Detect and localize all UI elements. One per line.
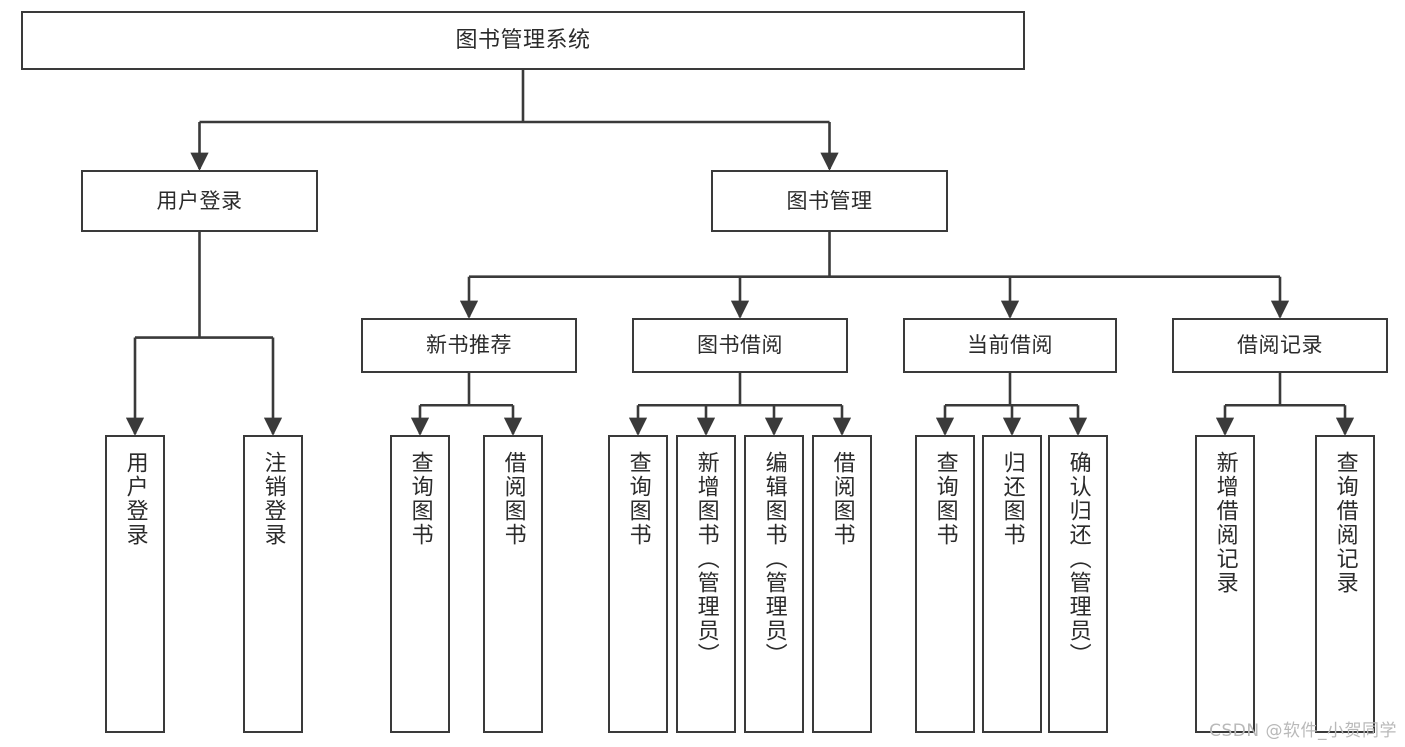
node-leaf-user-logout[interactable]: 注销登录 bbox=[243, 435, 303, 733]
node-root[interactable]: 图书管理系统 bbox=[21, 11, 1025, 70]
node-label-leaf-return-book: 归还图书 bbox=[999, 451, 1025, 547]
node-leaf-query-record[interactable]: 查询借阅记录 bbox=[1315, 435, 1375, 733]
node-label-leaf-query-book-1: 查询图书 bbox=[407, 451, 433, 547]
node-current-borrow[interactable]: 当前借阅 bbox=[903, 318, 1117, 373]
node-label-leaf-query-record: 查询借阅记录 bbox=[1332, 451, 1358, 595]
node-leaf-query-book-3[interactable]: 查询图书 bbox=[915, 435, 975, 733]
node-leaf-query-book-2[interactable]: 查询图书 bbox=[608, 435, 668, 733]
node-new-book-rec[interactable]: 新书推荐 bbox=[361, 318, 577, 373]
node-book-manage[interactable]: 图书管理 bbox=[711, 170, 948, 232]
node-label-leaf-borrow-book-2: 借阅图书 bbox=[829, 451, 855, 547]
node-label-current-borrow: 当前借阅 bbox=[967, 333, 1053, 358]
node-label-leaf-edit-book: 编辑图书（管理员） bbox=[761, 451, 787, 667]
node-leaf-return-book[interactable]: 归还图书 bbox=[982, 435, 1042, 733]
node-user-login[interactable]: 用户登录 bbox=[81, 170, 318, 232]
node-leaf-add-record[interactable]: 新增借阅记录 bbox=[1195, 435, 1255, 733]
node-label-leaf-query-book-3: 查询图书 bbox=[932, 451, 958, 547]
node-borrow-record[interactable]: 借阅记录 bbox=[1172, 318, 1388, 373]
node-leaf-add-book[interactable]: 新增图书（管理员） bbox=[676, 435, 736, 733]
node-leaf-edit-book[interactable]: 编辑图书（管理员） bbox=[744, 435, 804, 733]
node-book-borrow[interactable]: 图书借阅 bbox=[632, 318, 848, 373]
node-leaf-confirm-ret[interactable]: 确认归还（管理员） bbox=[1048, 435, 1108, 733]
node-label-leaf-query-book-2: 查询图书 bbox=[625, 451, 651, 547]
node-leaf-borrow-book-2[interactable]: 借阅图书 bbox=[812, 435, 872, 733]
node-label-leaf-user-logout: 注销登录 bbox=[260, 451, 286, 547]
csdn-watermark: CSDN @软件_小贺同学 bbox=[1209, 721, 1397, 741]
node-label-leaf-confirm-ret: 确认归还（管理员） bbox=[1065, 451, 1091, 667]
node-leaf-user-login[interactable]: 用户登录 bbox=[105, 435, 165, 733]
node-label-book-borrow: 图书借阅 bbox=[697, 333, 783, 358]
node-label-leaf-user-login: 用户登录 bbox=[122, 451, 148, 547]
node-label-leaf-borrow-book-1: 借阅图书 bbox=[500, 451, 526, 547]
node-label-leaf-add-book: 新增图书（管理员） bbox=[693, 451, 719, 667]
node-leaf-borrow-book-1[interactable]: 借阅图书 bbox=[483, 435, 543, 733]
node-label-borrow-record: 借阅记录 bbox=[1237, 333, 1323, 358]
node-label-user-login: 用户登录 bbox=[156, 188, 243, 213]
node-label-new-book-rec: 新书推荐 bbox=[426, 333, 512, 358]
node-label-book-manage: 图书管理 bbox=[786, 188, 873, 213]
node-leaf-query-book-1[interactable]: 查询图书 bbox=[390, 435, 450, 733]
node-label-root: 图书管理系统 bbox=[455, 27, 591, 53]
node-label-leaf-add-record: 新增借阅记录 bbox=[1212, 451, 1238, 595]
